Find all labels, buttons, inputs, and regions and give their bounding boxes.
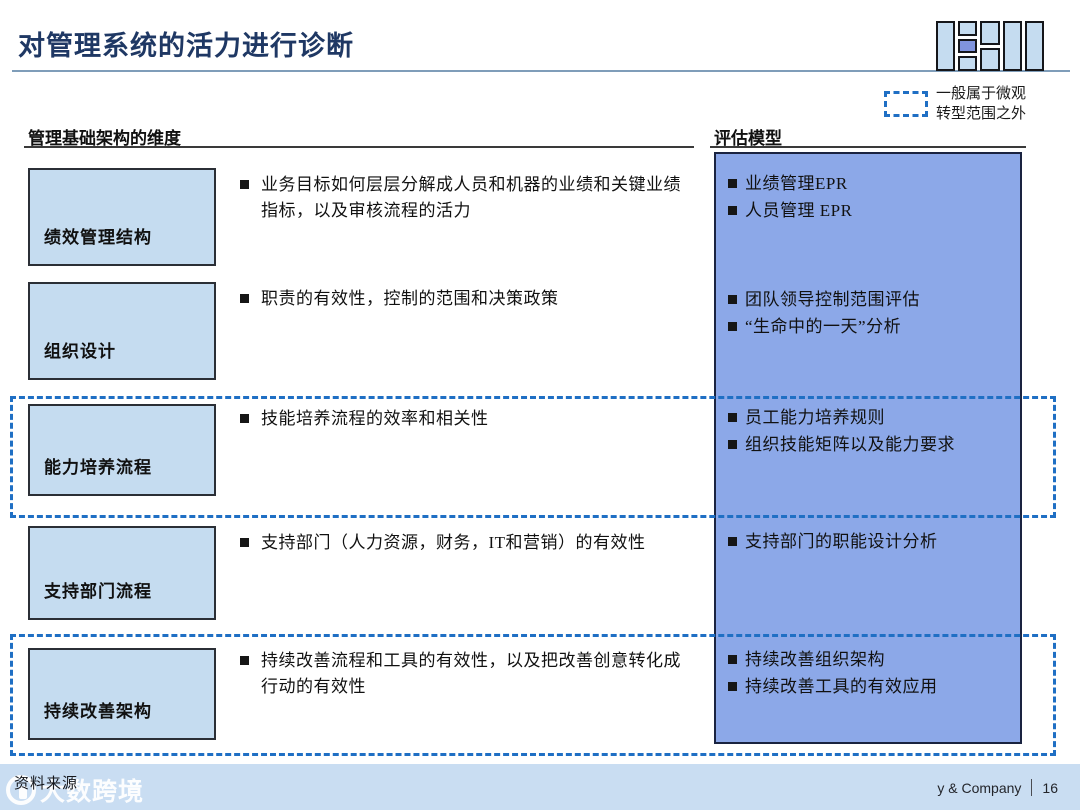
logo-cell (958, 56, 978, 72)
left-column-header: 管理基础架构的维度 (28, 129, 181, 148)
logo-cell (980, 21, 1000, 45)
logo-column-2 (958, 21, 978, 72)
description-text: 职责的有效性，控制的范围和决策政策 (261, 289, 559, 308)
evaluation-text: 持续改善组织架构 (745, 650, 885, 669)
evaluation-text: 业绩管理EPR (745, 174, 848, 193)
dimension-label: 能力培养流程 (44, 458, 152, 477)
bullet-icon (240, 294, 249, 303)
dimension-box-4[interactable]: 持续改善架构 (28, 648, 216, 740)
watermark-logo-icon (6, 775, 36, 805)
title-divider (12, 70, 1070, 72)
description-text: 持续改善流程和工具的有效性，以及把改善创意转化成行动的有效性 (261, 651, 681, 696)
evaluation-item[interactable]: 人员管理 EPR (728, 199, 1018, 224)
logo-column-5 (1024, 21, 1045, 71)
dimension-box-0[interactable]: 绩效管理结构 (28, 168, 216, 266)
company-name: y & Company (937, 779, 1022, 796)
logo-cell (936, 21, 956, 71)
watermark-text: 大数跨境 (40, 778, 145, 806)
dimension-label: 支持部门流程 (44, 582, 152, 601)
evaluation-text: 支持部门的职能设计分析 (745, 532, 938, 551)
evaluation-item[interactable]: 持续改善组织架构 (728, 648, 1018, 673)
footer-separator (1031, 779, 1033, 796)
bullet-icon (728, 439, 737, 449)
description-text: 技能培养流程的效率和相关性 (261, 409, 489, 428)
evaluation-item[interactable]: “生命中的一天”分析 (728, 315, 1018, 340)
source-note: 资料来源 (14, 776, 79, 792)
logo-cell-highlighted (958, 38, 978, 54)
description-0: 业务目标如何层层分解成人员和机器的业绩和关键业绩指标，以及审核流程的活力 (240, 172, 690, 223)
evaluation-items-2: 员工能力培养规则 组织技能矩阵以及能力要求 (728, 406, 1018, 459)
bullet-icon (728, 295, 737, 304)
legend: 一般属于微观 转型范围之外 (884, 84, 1026, 125)
evaluation-item[interactable]: 支持部门的职能设计分析 (728, 530, 1018, 555)
bullet-icon (728, 413, 737, 422)
logo-cell (1002, 21, 1022, 71)
bullet-icon (240, 656, 249, 665)
evaluation-items-3: 支持部门的职能设计分析 (728, 530, 1018, 557)
right-column-divider (710, 146, 1026, 148)
bullet-icon (728, 321, 737, 331)
description-3: 支持部门（人力资源，财务，IT和营销）的有效性 (240, 530, 690, 556)
logo-cell (1024, 21, 1045, 71)
footer-band (0, 762, 1080, 810)
right-column-header: 评估模型 (714, 129, 782, 148)
bullet-icon (728, 537, 737, 546)
page-number: 16 (1042, 779, 1058, 796)
dashed-box-legend-icon (884, 91, 928, 118)
bullet-icon (728, 205, 737, 215)
description-1: 职责的有效性，控制的范围和决策政策 (240, 286, 690, 312)
evaluation-model-panel (714, 152, 1022, 744)
bullet-icon (240, 180, 249, 189)
evaluation-items-4: 持续改善组织架构 持续改善工具的有效应用 (728, 648, 1018, 701)
evaluation-item[interactable]: 组织技能矩阵以及能力要求 (728, 433, 1018, 458)
evaluation-text: 组织技能矩阵以及能力要求 (745, 434, 955, 454)
evaluation-text: “生命中的一天”分析 (745, 316, 902, 336)
evaluation-item[interactable]: 业绩管理EPR (728, 172, 1018, 197)
evaluation-items-0: 业绩管理EPR 人员管理 EPR (728, 172, 1018, 225)
legend-line-2: 转型范围之外 (936, 106, 1027, 123)
evaluation-text: 人员管理 EPR (745, 200, 853, 220)
evaluation-item[interactable]: 团队领导控制范围评估 (728, 288, 1018, 313)
bullet-icon (240, 538, 249, 547)
dimension-label: 持续改善架构 (44, 702, 152, 721)
framework-grid-logo-icon (936, 21, 1045, 72)
bullet-icon (728, 681, 737, 691)
bullet-icon (728, 179, 737, 188)
dimension-label: 组织设计 (44, 342, 116, 361)
evaluation-item[interactable]: 持续改善工具的有效应用 (728, 675, 1018, 700)
left-column-divider (24, 146, 694, 148)
footer-meta: y & Company 16 (937, 779, 1058, 796)
dimension-box-1[interactable]: 组织设计 (28, 282, 216, 380)
dimension-box-3[interactable]: 支持部门流程 (28, 526, 216, 620)
description-text: 业务目标如何层层分解成人员和机器的业绩和关键业绩指标，以及审核流程的活力 (261, 175, 681, 220)
logo-column-1 (936, 21, 956, 71)
evaluation-item[interactable]: 员工能力培养规则 (728, 406, 1018, 431)
evaluation-items-1: 团队领导控制范围评估 “生命中的一天”分析 (728, 288, 1018, 341)
logo-cell (980, 47, 1000, 71)
logo-column-4 (1002, 21, 1022, 71)
logo-column-3 (980, 21, 1000, 71)
evaluation-text: 团队领导控制范围评估 (745, 290, 920, 309)
footer-divider (0, 762, 1080, 764)
legend-line-1: 一般属于微观 (936, 86, 1027, 102)
description-4: 持续改善流程和工具的有效性，以及把改善创意转化成行动的有效性 (240, 648, 690, 699)
logo-cell (958, 21, 978, 36)
legend-label: 一般属于微观 转型范围之外 (936, 84, 1026, 125)
description-2: 技能培养流程的效率和相关性 (240, 406, 690, 432)
page-title: 对管理系统的活力进行诊断 (18, 31, 354, 61)
evaluation-text: 持续改善工具的有效应用 (745, 676, 938, 696)
dimension-box-2[interactable]: 能力培养流程 (28, 404, 216, 496)
evaluation-text: 员工能力培养规则 (745, 408, 885, 427)
watermark: 大数跨境 (6, 772, 144, 808)
bullet-icon (240, 414, 249, 423)
bullet-icon (728, 655, 737, 664)
description-text: 支持部门（人力资源，财务，IT和营销）的有效性 (261, 533, 646, 552)
dimension-label: 绩效管理结构 (44, 228, 152, 247)
